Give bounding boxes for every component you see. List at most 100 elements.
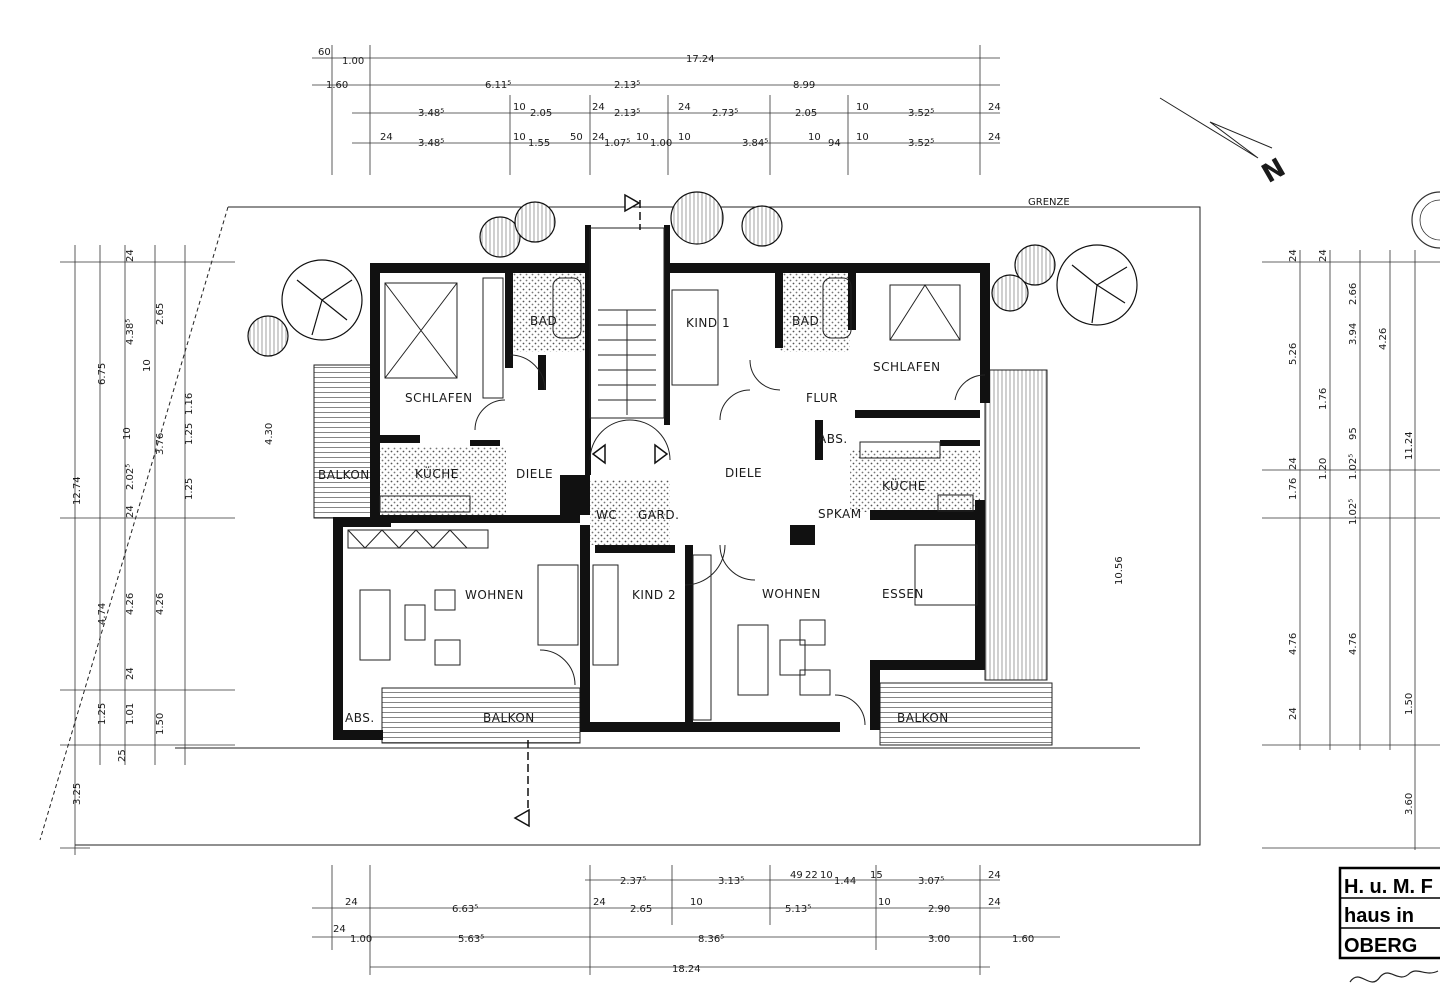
dimension-label: 6.63⁵ [452, 904, 478, 915]
dimension-label: 3.13⁵ [718, 876, 744, 887]
dimension-label: 10 [678, 132, 691, 143]
dimension-label: 5.26 [1288, 343, 1299, 365]
dimension-label: 6.75 [97, 363, 108, 385]
top-dimensions: 60 1.00 17.24 1.60 6.11⁵ 2.13⁵ 8.99 3.48… [312, 45, 1001, 175]
room-label: WC [596, 508, 617, 522]
room-labels: SCHLAFEN BAD BALKON KÜCHE DIELE WOHNEN A… [318, 314, 949, 725]
dimension-label: 1.16 [184, 393, 195, 415]
dimension-label: 94 [828, 138, 841, 149]
dimension-label: 3.07⁵ [918, 876, 944, 887]
dimension-label: 3.84⁵ [742, 138, 768, 149]
dimension-label: 49 [790, 870, 803, 881]
room-label: BAD [530, 314, 557, 328]
dimension-label: 3.60 [1404, 793, 1415, 815]
dimension-label: 1.00 [342, 56, 364, 67]
dimension-label: 4.74 [97, 603, 108, 625]
dimension-label: 24 [125, 249, 136, 262]
dimension-label: 24 [125, 667, 136, 680]
dimension-label: 3.52⁵ [908, 138, 934, 149]
stamp [1411, 191, 1440, 249]
boundary-label: GRENZE [1028, 197, 1070, 208]
dimension-label: 25 [117, 749, 128, 762]
dimension-label: 1.02⁵ [1348, 454, 1359, 480]
room-label: DIELE [516, 467, 553, 481]
dimension-label: 1.02⁵ [1348, 499, 1359, 525]
title-line-2: haus in [1344, 905, 1414, 927]
section-arrow-icon [591, 443, 606, 465]
room-label: ESSEN [882, 587, 924, 601]
right-dimensions: 5.26 3.94 2.66 4.26 11.24 1.76 1.20 1.02… [1114, 249, 1440, 850]
dimension-label: 5.13⁵ [785, 904, 811, 915]
tree-icons [247, 191, 1138, 357]
tree-icon [741, 205, 783, 247]
section-arrow-icon [654, 443, 669, 465]
room-label: FLUR [806, 391, 838, 405]
dimension-label: 1.50 [1404, 693, 1415, 715]
dimension-label: 2.05 [530, 108, 552, 119]
dimension-label: 2.13⁵ [614, 108, 640, 119]
dimension-label: 18.24 [672, 964, 701, 975]
dimension-label: 24 [988, 870, 1001, 881]
tree-icon [479, 216, 521, 258]
room-label: SPKAM [818, 507, 862, 521]
dimension-label: 2.65 [155, 303, 166, 325]
dimension-label: 60 [318, 47, 331, 58]
dimension-label: 2.90 [928, 904, 950, 915]
dimension-label: 1.00 [650, 138, 672, 149]
room-label: ABS. [345, 711, 375, 725]
tree-icon [670, 191, 724, 245]
dimension-label: 24 [592, 132, 605, 143]
dimension-label: 4.26 [155, 593, 166, 615]
dimension-label: 95 [1348, 427, 1359, 440]
dimension-label: 1.44 [834, 876, 856, 887]
dimension-label: 24 [592, 102, 605, 113]
north-label: N [1257, 153, 1291, 190]
dimension-label: 2.65 [630, 904, 652, 915]
dimension-label: 3.25 [72, 783, 83, 805]
dimension-label: 11.24 [1404, 431, 1415, 460]
section-markers [513, 193, 669, 828]
room-label: BALKON [318, 468, 370, 482]
dimension-label: 1.20 [1318, 458, 1329, 480]
dimension-label: 10 [513, 132, 526, 143]
title-line-3: OBERG [1344, 935, 1417, 957]
dimension-label: 1.00 [350, 934, 372, 945]
room-label: BAD [792, 314, 819, 328]
dimension-label: 4.76 [1288, 633, 1299, 655]
dimension-label: 1.25 [184, 478, 195, 500]
dimension-label: 2.66 [1348, 283, 1359, 305]
dimension-label: 50 [570, 132, 583, 143]
dimension-label: 4.26 [125, 593, 136, 615]
dimension-label: 15 [870, 870, 883, 881]
dimension-label: 17.24 [686, 54, 715, 65]
dimension-label: 1.76 [1288, 478, 1299, 500]
dimension-label: 24 [593, 897, 606, 908]
dimension-label: 1.25 [97, 703, 108, 725]
dimension-label: 1.55 [528, 138, 550, 149]
tree-icon [991, 274, 1029, 312]
tree-icon [514, 201, 556, 243]
room-label: KIND 2 [632, 588, 676, 602]
dimension-label: 24 [1288, 707, 1299, 720]
dimension-label: 24 [988, 132, 1001, 143]
dimension-label: 24 [678, 102, 691, 113]
north-arrow-icon: N [1159, 97, 1291, 190]
dimension-label: 10 [856, 102, 869, 113]
dimension-label: 1.60 [1012, 934, 1034, 945]
dimension-label: 1.60 [326, 80, 348, 91]
dimension-label: 3.48⁵ [418, 138, 444, 149]
dimension-label: 24 [1288, 249, 1299, 262]
room-label: KÜCHE [415, 465, 459, 481]
dimension-label: 2.13⁵ [614, 80, 640, 91]
dimension-label: 1.25 [184, 423, 195, 445]
dimension-label: 10 [878, 897, 891, 908]
room-label: WOHNEN [465, 588, 524, 602]
room-label: BALKON [897, 711, 949, 725]
dimension-label: 4.38⁵ [125, 319, 136, 345]
dimension-label: 2.02⁵ [125, 464, 136, 490]
dimension-label: 2.37⁵ [620, 876, 646, 887]
room-label: SCHLAFEN [405, 391, 473, 405]
dimension-label: 10 [636, 132, 649, 143]
left-dimensions: 12.74 6.75 4.74 1.25 3.25 2.65 4.38⁵ 3.7… [60, 245, 275, 855]
dimension-label: 24 [988, 102, 1001, 113]
